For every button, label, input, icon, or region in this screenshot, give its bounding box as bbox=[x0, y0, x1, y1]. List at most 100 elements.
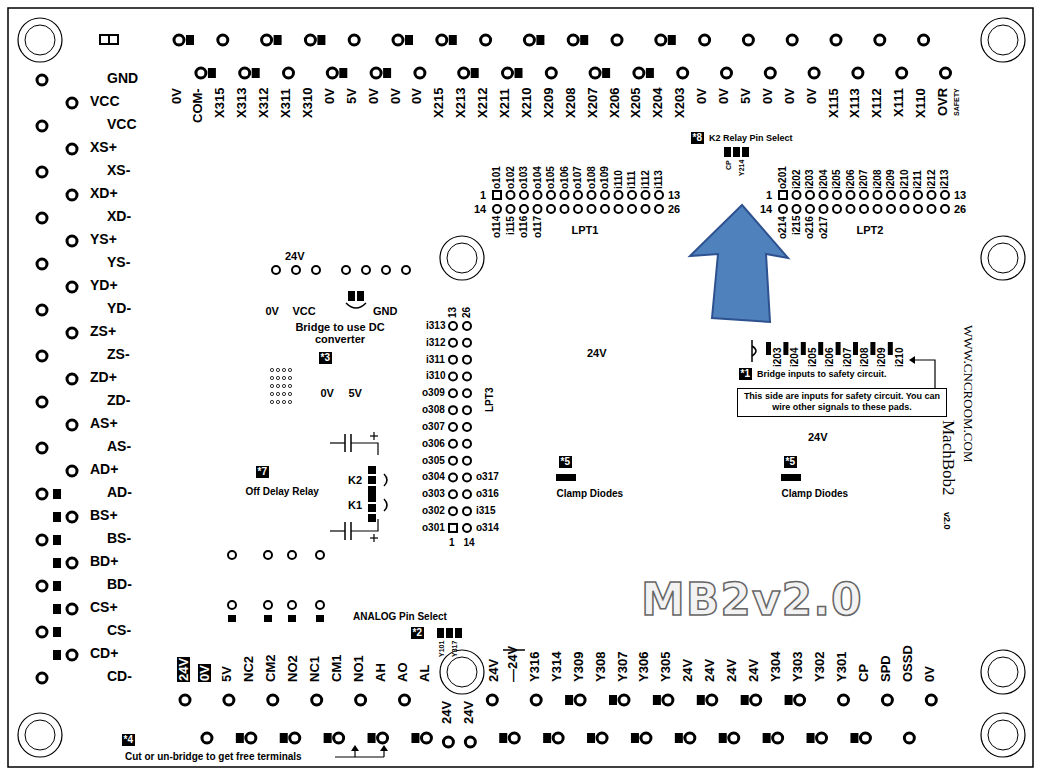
pin-label: i111 bbox=[627, 171, 637, 189]
header-pin bbox=[547, 191, 555, 199]
pin-number: 13 bbox=[448, 307, 458, 318]
pad bbox=[362, 266, 370, 274]
note-text: Clamp Diodes bbox=[557, 489, 624, 499]
leader-line bbox=[915, 360, 935, 388]
square-pad bbox=[280, 733, 288, 743]
terminal-pad bbox=[378, 733, 388, 743]
header-name: LPT3 bbox=[485, 388, 495, 412]
terminal-pad bbox=[37, 443, 47, 453]
note-text: ANALOG Pin Select bbox=[353, 612, 447, 622]
square-pad bbox=[53, 512, 61, 522]
terminal-pad bbox=[334, 733, 344, 743]
header-pin bbox=[574, 205, 582, 213]
terminal-pad bbox=[897, 68, 907, 78]
bridge-symbol bbox=[752, 346, 756, 356]
square-pad bbox=[53, 604, 61, 614]
mounting-hole bbox=[18, 18, 62, 62]
pin-label: i209 bbox=[886, 170, 896, 189]
terminal-pad bbox=[765, 68, 775, 78]
pin-label: o316 bbox=[476, 489, 499, 499]
square-pad bbox=[274, 35, 282, 45]
terminal-label: NO2 bbox=[286, 655, 299, 682]
pin-label: o314 bbox=[476, 523, 499, 533]
square-pad bbox=[697, 695, 705, 705]
pin-label: o214 bbox=[778, 216, 788, 239]
leader-line bbox=[354, 750, 355, 757]
terminal-label: CD- bbox=[107, 669, 132, 683]
header-pin bbox=[793, 205, 801, 213]
pad bbox=[402, 266, 410, 274]
terminal-pad bbox=[509, 733, 519, 743]
pin-label: i208 bbox=[873, 170, 883, 189]
header-pin bbox=[628, 191, 636, 199]
jumper bbox=[368, 494, 376, 502]
terminal-label: X210 bbox=[520, 88, 533, 118]
header-pin bbox=[642, 205, 650, 213]
terminal-label: Y303 bbox=[791, 652, 804, 682]
terminal-pad bbox=[305, 35, 315, 45]
terminal-pad bbox=[700, 35, 710, 45]
header-pin bbox=[601, 191, 609, 199]
terminal-pad bbox=[707, 695, 717, 705]
square-pad bbox=[580, 35, 588, 45]
terminal-label: 24V bbox=[703, 659, 716, 682]
terminal-pad bbox=[290, 733, 300, 743]
terminal-label: 0V bbox=[761, 88, 774, 104]
terminal-pad bbox=[685, 733, 695, 743]
terminal-pad bbox=[663, 695, 673, 705]
terminal-pad bbox=[553, 733, 563, 743]
header-pin bbox=[860, 191, 868, 199]
jumper bbox=[455, 628, 462, 638]
terminal-pad bbox=[67, 190, 77, 200]
square-pad bbox=[631, 733, 639, 743]
terminal-label: SPD bbox=[879, 655, 892, 682]
square-pad bbox=[405, 35, 413, 45]
jumper bbox=[101, 36, 108, 43]
pin-number: 26 bbox=[668, 204, 680, 215]
terminal-label: X212 bbox=[476, 88, 489, 118]
square-pad bbox=[411, 733, 419, 743]
via bbox=[270, 400, 273, 403]
pad bbox=[228, 551, 236, 559]
terminal-label: CS- bbox=[107, 623, 131, 637]
square-pad bbox=[646, 68, 654, 78]
arrow-head bbox=[380, 745, 388, 751]
terminal-pad bbox=[224, 695, 234, 705]
terminal-label: X313 bbox=[235, 88, 248, 118]
terminal-label: Y307 bbox=[616, 652, 629, 682]
terminal-pad bbox=[67, 512, 77, 522]
square-pad bbox=[317, 35, 325, 45]
terminal-pad bbox=[926, 695, 936, 705]
terminal-label: X311 bbox=[279, 88, 292, 118]
terminal-pad bbox=[37, 213, 47, 223]
header-pin bbox=[806, 191, 814, 199]
voltage-label: 24V bbox=[587, 348, 607, 359]
terminal-label: Y304 bbox=[769, 652, 782, 682]
header-pin bbox=[615, 205, 623, 213]
terminal-label: NC1 bbox=[308, 656, 321, 682]
header-pin bbox=[887, 191, 895, 199]
terminal-label: VCC bbox=[90, 94, 120, 108]
pin-label: o317 bbox=[476, 472, 499, 482]
bridge-symbol bbox=[346, 303, 366, 308]
terminal-label: YD- bbox=[107, 301, 131, 315]
header-pin bbox=[928, 191, 936, 199]
terminal-label: BS+ bbox=[90, 508, 118, 522]
header-pin bbox=[655, 205, 663, 213]
header-pin bbox=[793, 191, 801, 199]
header-pin bbox=[628, 205, 636, 213]
mounting-hole bbox=[440, 650, 484, 694]
via bbox=[288, 368, 291, 371]
pin-label: o101 bbox=[492, 166, 502, 189]
pin-label: o217 bbox=[819, 216, 829, 239]
terminal-label: X204 bbox=[651, 88, 664, 118]
terminal-label: 0V bbox=[367, 88, 380, 104]
note-text: This side are inputs for safety circuit.… bbox=[742, 391, 942, 414]
pin-label: o302 bbox=[422, 506, 445, 516]
header-pin bbox=[507, 205, 515, 213]
terminal-pad bbox=[37, 535, 47, 545]
mounting-hole bbox=[18, 713, 62, 757]
square-pad bbox=[536, 35, 544, 45]
terminal-pad bbox=[67, 236, 77, 246]
header-name: LPT2 bbox=[857, 225, 884, 236]
